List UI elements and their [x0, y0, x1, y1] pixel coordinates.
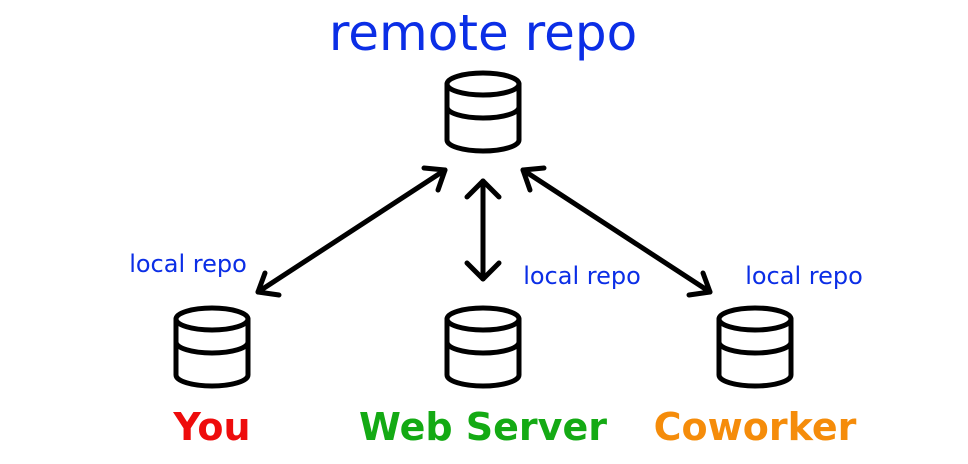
arrow-remote-webserver [464, 178, 502, 282]
remote-database-icon [444, 70, 522, 154]
node-label-web-server: Web Server [359, 405, 607, 449]
arrow-remote-you [255, 165, 448, 298]
coworker-database-icon [716, 305, 794, 389]
local-repo-label-coworker: local repo [745, 262, 863, 290]
node-label-you: You [172, 405, 250, 449]
remote-repo-title: remote repo [329, 4, 637, 62]
webserver-database-icon [444, 305, 522, 389]
you-database-icon [173, 305, 251, 389]
local-repo-label-you: local repo [129, 250, 247, 278]
arrow-remote-coworker [520, 165, 713, 298]
local-repo-label-webserver: local repo [523, 262, 641, 290]
node-label-coworker: Coworker [654, 405, 857, 449]
